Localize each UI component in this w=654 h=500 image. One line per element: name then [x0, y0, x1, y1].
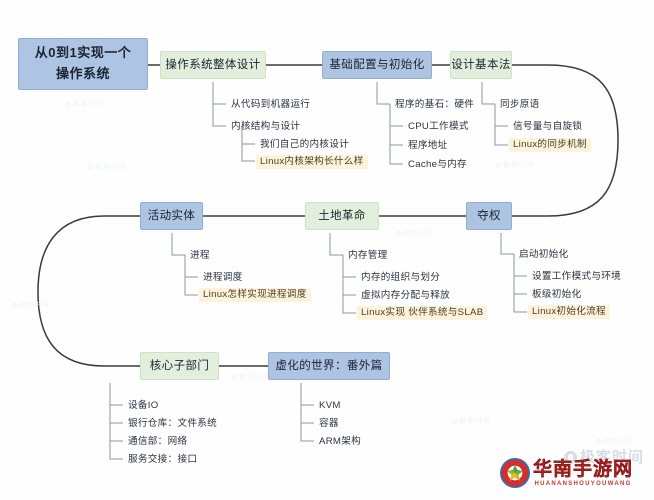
- leaf-item-highlighted[interactable]: Linux初始化流程: [528, 305, 610, 319]
- leaf-item[interactable]: 虚拟内存分配与释放: [361, 290, 451, 301]
- leaf-item[interactable]: 内存的组织与划分: [361, 272, 441, 283]
- node-os-design-label: 操作系统整体设计: [165, 58, 261, 71]
- leaf-item[interactable]: 我们自己的内核设计: [260, 139, 350, 150]
- watermark-faint: 极客时间: [232, 372, 271, 382]
- leaf-item[interactable]: 程序地址: [408, 140, 448, 151]
- site-watermark: 极客时间 华南手游网 HUANANSHOUYOUWANG: [500, 446, 650, 498]
- node-os-design[interactable]: 操作系统整体设计: [160, 51, 266, 79]
- geek-time-icon: [563, 451, 577, 464]
- node-core-dept[interactable]: 核心子部门: [140, 352, 219, 380]
- node-core-dept-label: 核心子部门: [149, 359, 210, 372]
- leaf-item[interactable]: 内核结构与设计: [231, 121, 301, 132]
- leaf-item[interactable]: 进程调度: [203, 272, 243, 283]
- watermark-faint: 极客时间: [66, 99, 105, 109]
- leaf-item[interactable]: 内存管理: [348, 250, 388, 261]
- watermark-faint: 极客时间: [88, 162, 127, 172]
- site-name-cn: 华南手游网: [533, 458, 634, 480]
- node-active-entity-label: 活动实体: [147, 209, 196, 222]
- watermark-faint: 极客时间: [396, 228, 435, 238]
- leaf-item[interactable]: 启动初始化: [519, 249, 569, 260]
- leaf-item[interactable]: ARM架构: [319, 436, 362, 447]
- node-base-init-label: 基础配置与初始化: [329, 58, 425, 71]
- node-active-entity[interactable]: 活动实体: [140, 202, 203, 230]
- leaf-item[interactable]: CPU工作模式: [408, 121, 469, 132]
- node-land-revolution[interactable]: 土地革命: [305, 202, 379, 230]
- leaf-item[interactable]: KVM: [319, 400, 341, 411]
- leaf-item[interactable]: 从代码到机器运行: [231, 99, 311, 110]
- leaf-item[interactable]: 设备IO: [128, 400, 159, 411]
- leaf-item[interactable]: 通信部：网络: [128, 436, 188, 447]
- leaf-item-highlighted[interactable]: Linux内核架构长什么样: [256, 155, 368, 169]
- leaf-item[interactable]: 容器: [319, 418, 339, 429]
- watermark-faint: 极客时间: [430, 100, 469, 110]
- leaf-item[interactable]: Cache与内存: [408, 159, 467, 170]
- leaf-item[interactable]: 同步原语: [500, 99, 540, 110]
- node-basic-law-label: 设计基本法: [451, 58, 511, 71]
- watermark-faint: 极客时间: [596, 436, 635, 446]
- site-name-en: HUANANSHOUYOUWANG: [534, 480, 632, 487]
- site-logo-icon: [500, 458, 530, 488]
- leaf-item[interactable]: 设置工作模式与环境: [532, 271, 622, 282]
- node-seize-power[interactable]: 夺权: [466, 202, 512, 230]
- node-root[interactable]: 从0到1实现一个 操作系统: [18, 38, 148, 90]
- watermark-faint: 极客时间: [12, 300, 51, 310]
- logo-figure-icon: [507, 465, 523, 481]
- node-virtualization-label: 虚化的世界：番外篇: [275, 359, 383, 372]
- watermark-faint: 极客时间: [496, 160, 535, 170]
- geek-time-watermark: 极客时间: [563, 446, 644, 467]
- leaf-item-highlighted[interactable]: Linux实现 伙伴系统与SLAB: [357, 306, 488, 320]
- node-seize-power-label: 夺权: [477, 209, 501, 222]
- leaf-item-highlighted[interactable]: Linux的同步机制: [509, 138, 591, 152]
- leaf-item[interactable]: 板级初始化: [532, 289, 582, 300]
- node-root-label: 从0到1实现一个 操作系统: [34, 45, 132, 81]
- leaf-item[interactable]: 程序的基石：硬件: [395, 99, 475, 110]
- node-virtualization[interactable]: 虚化的世界：番外篇: [268, 352, 390, 380]
- leaf-item[interactable]: 服务交接：接口: [128, 454, 198, 465]
- leaf-item[interactable]: 银行仓库：文件系统: [128, 418, 218, 429]
- leaf-item[interactable]: 信号量与自旋锁: [513, 121, 583, 132]
- site-logo: 华南手游网 HUANANSHOUYOUWANG: [500, 458, 633, 488]
- leaf-item[interactable]: 进程: [190, 250, 210, 261]
- node-land-revolution-label: 土地革命: [318, 209, 366, 222]
- node-base-init[interactable]: 基础配置与初始化: [322, 51, 432, 79]
- node-basic-law[interactable]: 设计基本法: [450, 51, 512, 79]
- leaf-item-highlighted[interactable]: Linux怎样实现进程调度: [199, 288, 311, 302]
- site-logo-text: 华南手游网 HUANANSHOUYOUWANG: [533, 458, 634, 487]
- watermark-faint: 极客时间: [452, 416, 491, 426]
